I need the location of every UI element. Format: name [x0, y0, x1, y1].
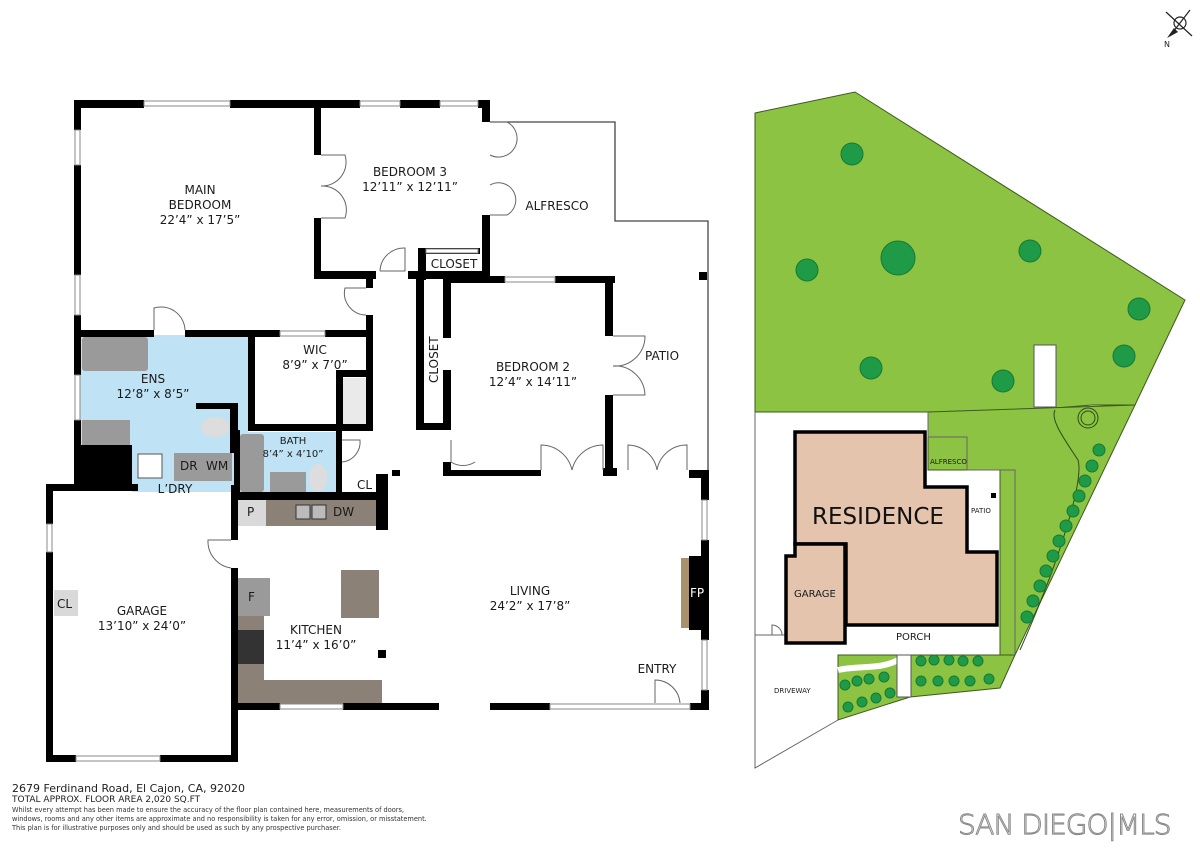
site-porch-label: PORCH	[896, 632, 931, 643]
room-wic: WIC 8’9” x 7’0”	[282, 343, 347, 373]
site-patio-label: PATIO	[971, 507, 991, 515]
site-garage-label: GARAGE	[794, 589, 836, 600]
room-bath: BATH 8’4” x 4’10”	[263, 436, 324, 461]
fridge	[238, 578, 270, 616]
trees	[795, 142, 1151, 624]
room-dimensions: 11’4” x 16’0”	[275, 638, 357, 652]
room-bedroom-3: BEDROOM 3 12’11” x 12’11”	[362, 165, 458, 195]
site-alfresco-label: ALFRESCO	[930, 458, 967, 466]
room-name: BEDROOM 3	[372, 165, 448, 179]
kitchen-counter-bottom	[238, 680, 382, 706]
fridge-label: F	[248, 590, 255, 604]
hall-closet-label: CL	[357, 478, 373, 492]
room-name: CLOSET	[430, 257, 478, 271]
disclaimer-line: windows, rooms and any other items are a…	[12, 815, 427, 823]
room-name: KITCHEN	[289, 623, 342, 637]
disclaimer-line: This plan is for illustrative purposes o…	[12, 824, 341, 832]
bath-toilet	[309, 464, 327, 492]
kitchen-sink-2	[311, 504, 327, 520]
room-name: WIC	[303, 343, 327, 357]
driveway-outline	[754, 412, 839, 769]
room-name: MAIN	[184, 183, 216, 197]
room-patio: PATIO	[645, 349, 679, 364]
laundry-sink	[137, 453, 163, 479]
room-laundry: L’DRY	[158, 482, 193, 497]
room-dimensions: 24’2” x 17’8”	[489, 599, 571, 613]
room-kitchen: KITCHEN 11’4” x 16’0”	[276, 623, 357, 653]
doors	[153, 121, 688, 704]
stove	[238, 630, 264, 664]
room-garage: GARAGE 13’10” x 24’0”	[98, 604, 186, 634]
bath-bathtub	[240, 434, 264, 492]
room-name: BEDROOM 2	[495, 360, 571, 374]
fireplace-hearth	[681, 558, 689, 628]
dryer	[174, 453, 202, 481]
room-dimensions: 12’11” x 12’11”	[362, 180, 458, 194]
garage-closet-label: CL	[57, 597, 73, 611]
room-closet-vertical: CLOSET	[427, 336, 441, 383]
disclaimer-line: Whilst every attempt has been made to en…	[12, 806, 405, 814]
room-name: ENTRY	[637, 662, 677, 676]
room-name: GARAGE	[116, 604, 168, 618]
room-dimensions: 12’4” x 14’11”	[488, 375, 578, 389]
fountain	[1077, 407, 1099, 429]
room-closet-top: CLOSET	[431, 257, 478, 272]
fireplace-label: FP	[690, 586, 705, 600]
bath-vanity	[270, 472, 306, 492]
property-address: 2679 Ferdinand Road, El Cajon, CA, 92020	[12, 782, 245, 795]
kitchen-sink-1	[295, 504, 311, 520]
room-ens: ENS 12’8” x 8’5”	[117, 372, 190, 402]
room-dimensions: 12’8” x 8’5”	[116, 387, 190, 401]
dishwasher-label: DW	[333, 505, 355, 519]
room-dimensions: 13’10” x 24’0”	[97, 619, 187, 633]
room-name: LIVING	[509, 584, 551, 598]
outdoor-outlines	[490, 121, 709, 470]
ens-vanity	[82, 420, 130, 446]
plan-footer: 2679 Ferdinand Road, El Cajon, CA, 92020…	[12, 782, 427, 833]
room-dimensions: 8’4” x 4’10”	[262, 448, 324, 460]
north-compass-icon	[1165, 9, 1193, 38]
room-living: LIVING 24’2” x 17’8”	[490, 584, 571, 614]
total-floor-area: TOTAL APPROX. FLOOR AREA 2,020 SQ.FT	[12, 795, 201, 805]
site-garage-footprint	[784, 542, 847, 645]
room-name: BEDROOM	[168, 198, 232, 212]
room-entry: ENTRY	[638, 662, 677, 677]
kitchen-island	[341, 570, 379, 618]
room-main-bedroom: MAIN BEDROOM 22’4” x 17’5”	[160, 183, 241, 228]
washing-machine	[202, 453, 232, 481]
ens-bathtub	[82, 337, 148, 371]
walls	[46, 100, 709, 762]
compass-north-label: N	[1164, 40, 1170, 49]
garden-stairs	[1033, 344, 1057, 408]
room-bedroom-2: BEDROOM 2 12’4” x 14’11”	[489, 360, 577, 390]
front-stairs	[896, 654, 912, 698]
ens-toilet	[201, 417, 229, 437]
washing-machine-label: WM	[206, 459, 229, 473]
dryer-label: DR	[180, 459, 198, 473]
room-name: BATH	[279, 436, 307, 447]
front-garden	[837, 654, 1016, 721]
closet-garage	[54, 590, 78, 616]
pantry	[238, 500, 266, 526]
room-name: PATIO	[644, 349, 680, 363]
site-residence-label: RESIDENCE	[812, 504, 944, 530]
room-name: ENS	[140, 372, 166, 386]
room-dimensions: 22’4” x 17’5”	[159, 213, 241, 227]
lawn-back	[754, 91, 1186, 413]
room-alfresco: ALFRESCO	[525, 199, 588, 214]
site-driveway-label: DRIVEWAY	[774, 687, 811, 695]
san-diego-mls-logo: SAN DIEGO|MLS	[958, 808, 1173, 842]
room-name: ALFRESCO	[525, 199, 589, 213]
pantry-label: P	[247, 505, 255, 519]
room-dimensions: 8’9” x 7’0”	[282, 358, 348, 372]
room-name: L’DRY	[157, 482, 193, 496]
windows	[46, 100, 708, 762]
